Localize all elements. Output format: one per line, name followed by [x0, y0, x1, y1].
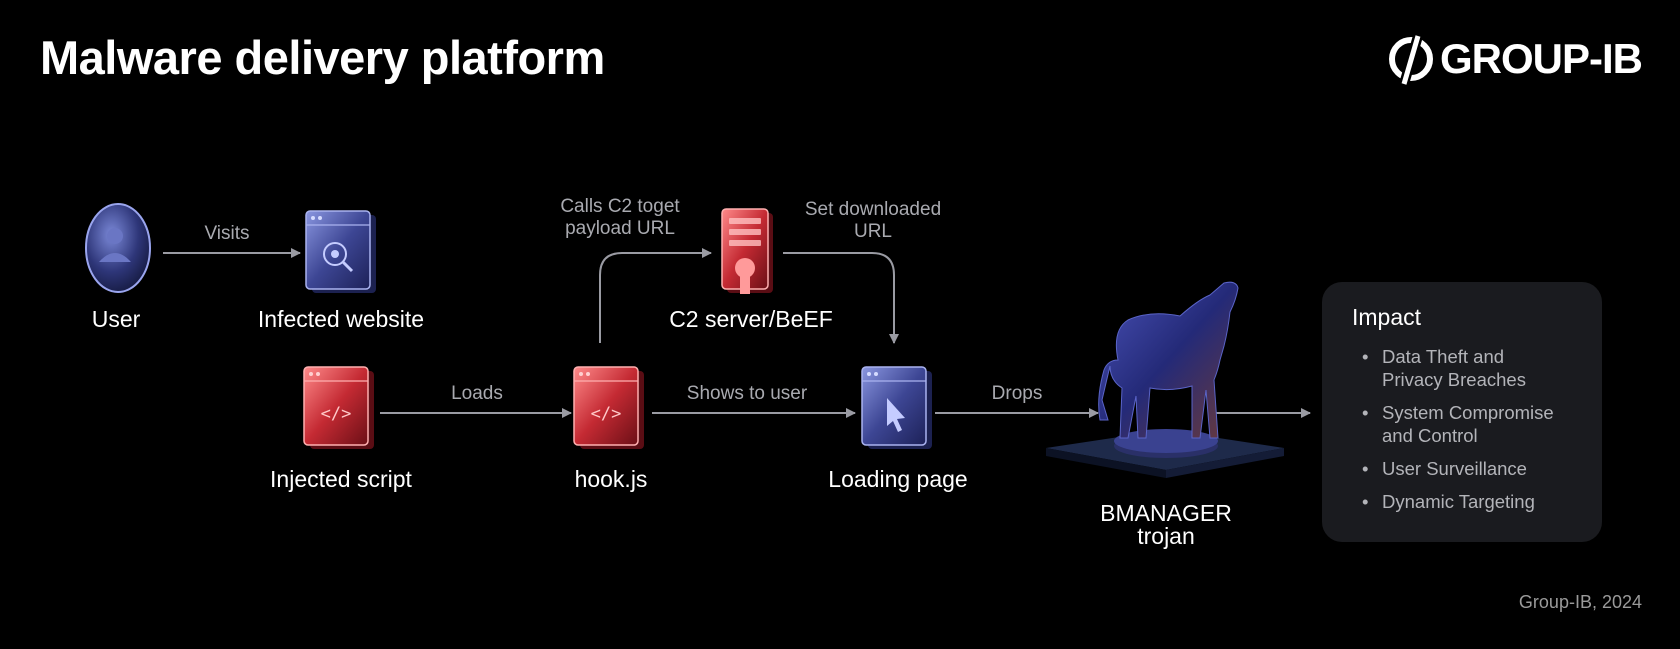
edge-label-set-url-line1: Set downloaded: [804, 199, 942, 220]
loading-page-label: Loading page: [828, 466, 968, 492]
trojan-label-line1: BMANAGER: [1100, 500, 1232, 526]
trojan-label-line2: trojan: [1137, 523, 1195, 549]
svg-text:</>: </>: [591, 404, 622, 424]
edge-label-drops: Drops: [991, 383, 1043, 404]
arrow-set-url: [783, 252, 899, 344]
impact-item-line1: Data Theft and: [1382, 346, 1505, 367]
impact-item: System Compromise and Control: [1352, 401, 1572, 447]
edge-label-calls-c2-line1: Calls C2 toget: [560, 196, 680, 217]
edge-label-calls-c2: Calls C2 toget payload URL: [560, 196, 679, 240]
c2-server-icon: [721, 208, 773, 294]
hook-js-label: hook.js: [574, 466, 648, 492]
impact-panel: Impact Data Theft and Privacy Breaches S…: [1322, 282, 1602, 542]
group-ib-logo: GROUP-IB: [1388, 30, 1643, 88]
c2-server-label: C2 server/BeEF: [669, 306, 833, 332]
impact-title: Impact: [1352, 304, 1422, 330]
injected-script-label: Injected script: [270, 466, 412, 492]
infected-website-label: Infected website: [257, 306, 425, 332]
user-label: User: [91, 306, 141, 332]
arrow-calls-c2: [599, 248, 712, 343]
edge-label-shows-to-user: Shows to user: [686, 383, 808, 404]
footer-credit: Group-IB, 2024: [1518, 592, 1642, 612]
loading-page-icon: [861, 366, 932, 449]
impact-item: User Surveillance: [1352, 457, 1572, 480]
page-title: Malware delivery platform: [40, 31, 605, 84]
user-icon: [85, 203, 151, 293]
impact-item-line1: Dynamic Targeting: [1382, 491, 1535, 512]
impact-item-line1: User Surveillance: [1382, 458, 1527, 479]
edge-label-loads: Loads: [451, 383, 503, 404]
impact-item-line2: Privacy Breaches: [1382, 369, 1526, 390]
hook-js-icon: </>: [573, 366, 644, 449]
svg-text:</>: </>: [321, 404, 352, 424]
edge-label-calls-c2-line2: payload URL: [565, 218, 675, 239]
impact-item-line1: System Compromise: [1382, 402, 1554, 423]
impact-list: Data Theft and Privacy Breaches System C…: [1352, 345, 1572, 513]
impact-item-line2: and Control: [1382, 425, 1478, 446]
edge-label-set-url: Set downloaded URL: [805, 199, 941, 243]
edge-label-visits: Visits: [204, 223, 250, 244]
infected-website-icon: [305, 210, 376, 293]
impact-item: Dynamic Targeting: [1352, 490, 1572, 513]
injected-script-icon: </>: [303, 366, 374, 449]
trojan-label: BMANAGER trojan: [1100, 502, 1232, 548]
impact-item: Data Theft and Privacy Breaches: [1352, 345, 1572, 391]
logo-text: GROUP-IB: [1440, 35, 1643, 82]
group-ib-logo-icon: [1389, 34, 1433, 86]
edge-label-set-url-line2: URL: [853, 221, 892, 242]
trojan-horse-icon: [1046, 281, 1284, 478]
